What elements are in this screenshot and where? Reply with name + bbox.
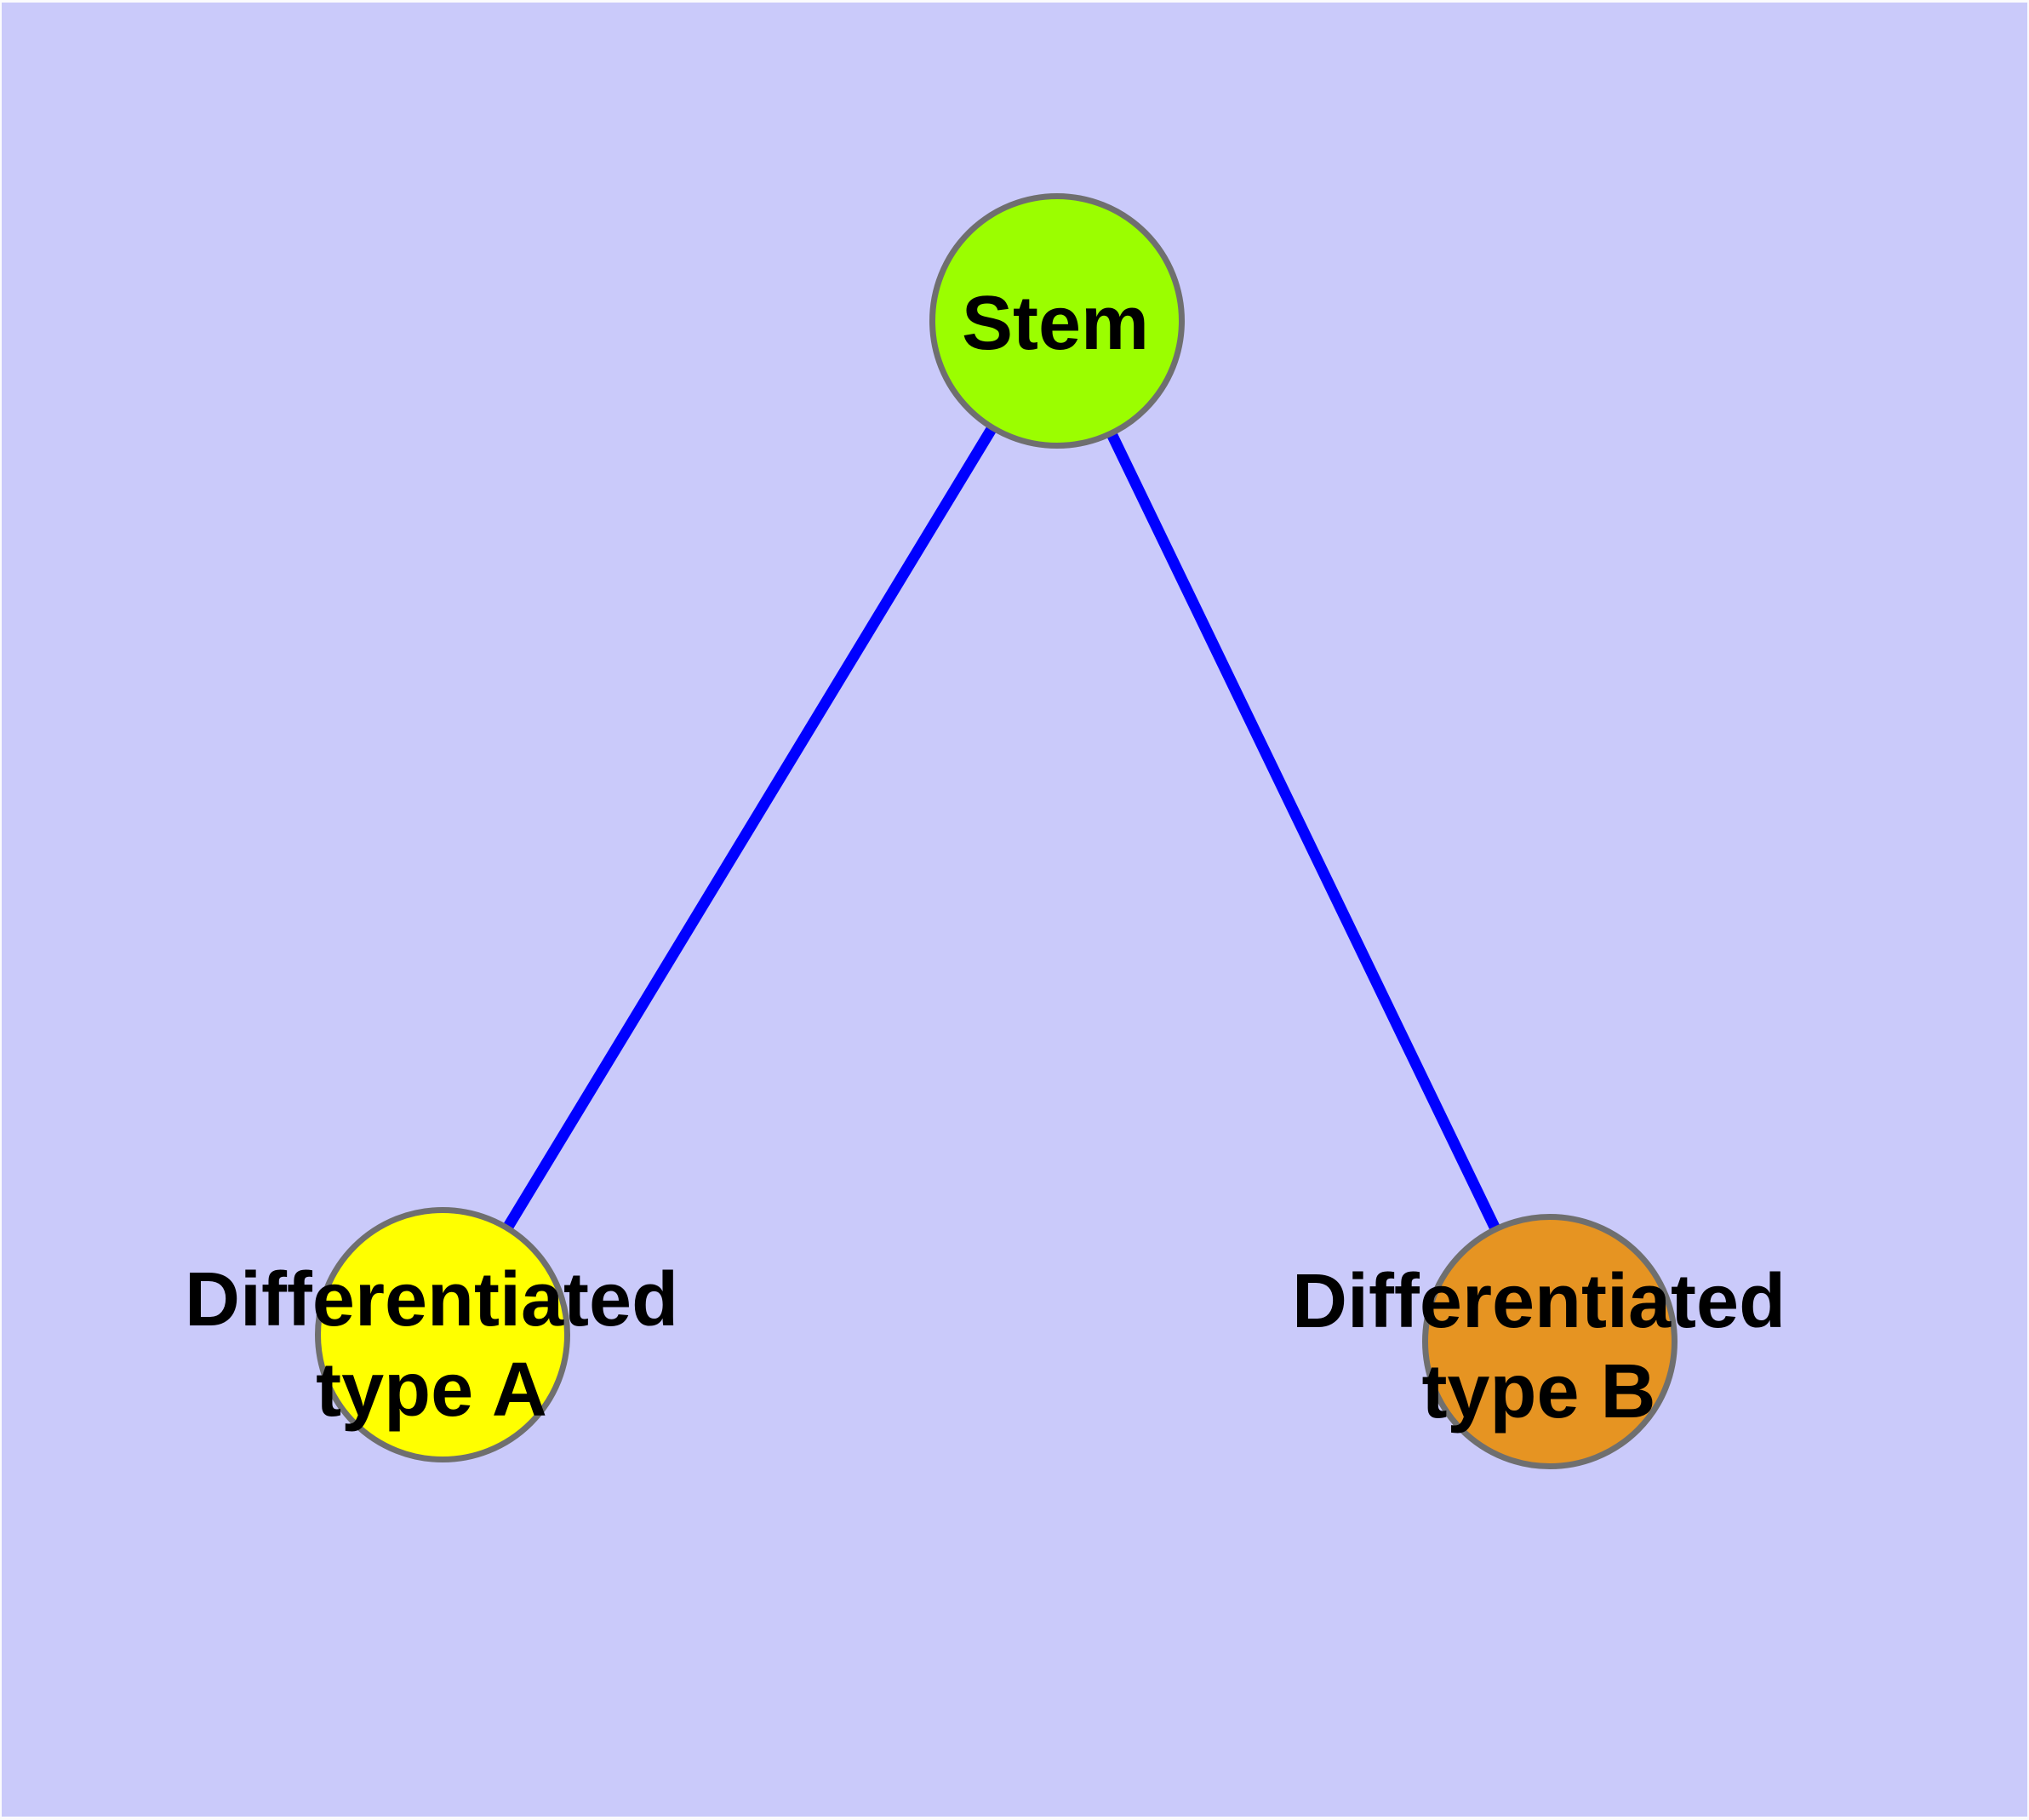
edges-layer [437, 318, 1555, 1344]
edge-stem-to-type-b [1052, 318, 1555, 1344]
edge-stem-to-type-a [437, 318, 1062, 1338]
node-stem-label: Stem [962, 278, 1149, 369]
node-stem-circle [929, 193, 1185, 449]
node-differentiated-type-a-circle [315, 1207, 570, 1462]
node-differentiated-type-b-circle [1422, 1214, 1677, 1469]
node-type-a-label-line1: Differentiated [184, 1257, 679, 1342]
node-stem-label-text: Stem [961, 281, 1150, 366]
node-type-b-label-line1: Differentiated [1291, 1259, 1786, 1344]
node-differentiated-type-b-label: Differentiated type B [1292, 1256, 1786, 1437]
node-type-b-label-line2: type B [1421, 1349, 1656, 1434]
node-differentiated-type-a-label: Differentiated type A [185, 1255, 678, 1435]
node-type-a-label-line2: type A [316, 1348, 547, 1433]
